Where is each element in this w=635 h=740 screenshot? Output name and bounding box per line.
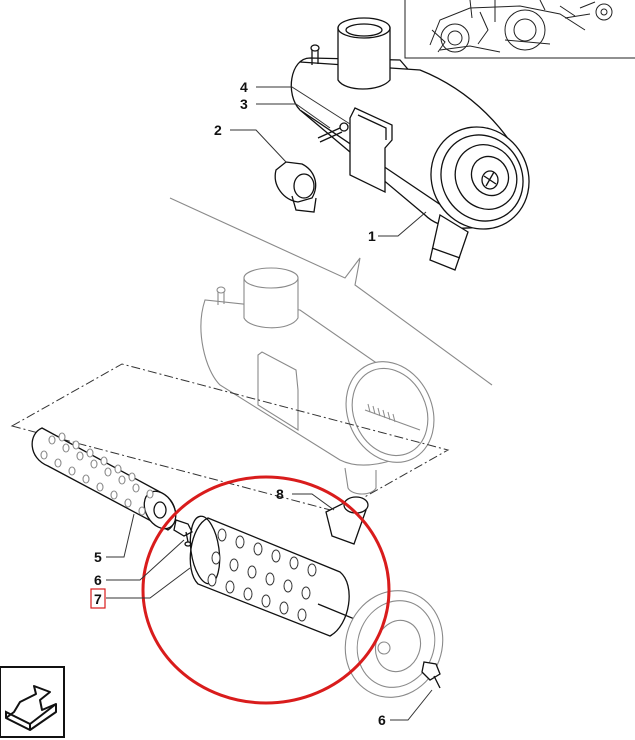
callout-5: 5 [94,549,102,565]
highlight-circle [141,475,391,705]
callout-7-box [90,588,106,609]
callout-labels: 1 2 3 4 5 6 7 8 6 [94,79,386,728]
outer-filter-part-5 [31,427,177,531]
callout-6-upper: 6 [94,572,102,588]
callout-4: 4 [240,79,248,95]
cover-ghost [344,590,444,698]
inner-filter-part-7 [189,515,421,647]
callout-8: 8 [276,486,284,502]
callout-6-lower: 6 [378,712,386,728]
clamp-part-2 [274,161,317,213]
return-arrow-icon[interactable] [0,666,65,738]
callout-7: 7 [94,591,102,607]
air-cleaner-housing [290,17,530,271]
callout-3: 3 [240,96,248,112]
callout-1: 1 [368,228,376,244]
housing-ghost-view [169,197,493,495]
wing-nut-part-6 [173,519,193,547]
leader-lines [106,86,433,721]
callout-2: 2 [214,122,222,138]
tractor-thumbnail [404,0,635,59]
